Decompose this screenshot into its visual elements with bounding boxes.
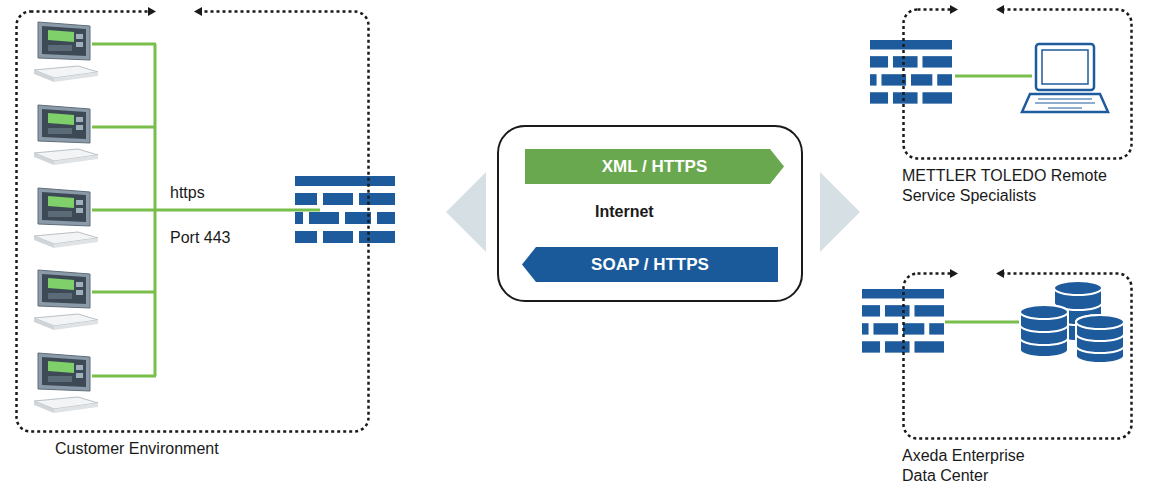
network-zone: METTLER TOLEDO Remote Service Specialist… (902, 8, 1133, 160)
protocol-label: XML / HTTPS (525, 149, 784, 184)
internet-label: Internet (595, 203, 654, 221)
region-outline (15, 10, 370, 433)
zone-label: Axeda Enterprise Data Center (902, 446, 1052, 486)
network-zone: Axeda Enterprise Data Center (902, 272, 1133, 440)
zone-label: Customer Environment (55, 439, 355, 459)
response-arrow-band: SOAP / HTTPS (522, 247, 778, 282)
protocol-note: https (168, 184, 207, 202)
region-outline (902, 8, 1133, 160)
internet-cloud-box: Internet XML / HTTPS SOAP / HTTPS (497, 125, 803, 302)
protocol-note: Port 443 (168, 229, 232, 247)
protocol-label: SOAP / HTTPS (522, 247, 778, 282)
network-zone: Customer Environment (15, 10, 370, 433)
request-arrow-band: XML / HTTPS (525, 149, 784, 184)
region-outline (902, 272, 1133, 440)
zone-label: METTLER TOLEDO Remote Service Specialist… (902, 166, 1117, 206)
